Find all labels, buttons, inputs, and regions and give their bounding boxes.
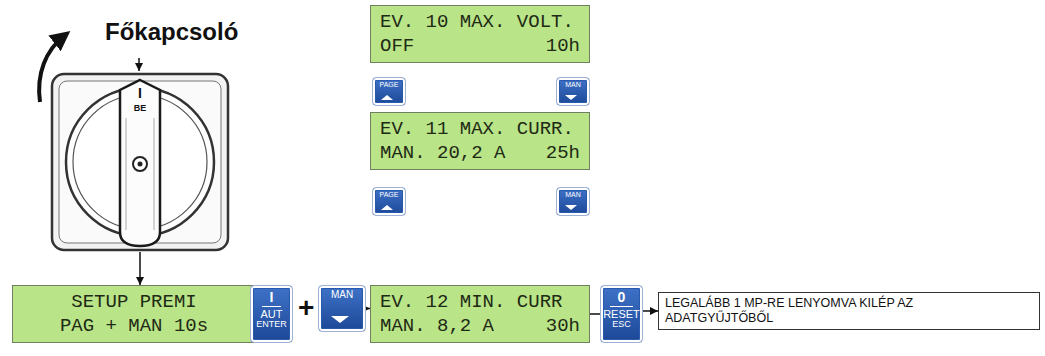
pointer-arrow bbox=[138, 58, 140, 71]
button-label: RESET bbox=[603, 309, 640, 321]
note-text: LEGALÁBB 1 MP-RE LENYOMVA KILÉP AZ ADATG… bbox=[665, 296, 935, 326]
lcd-display: SETUP PREMIPAG + MAN 10s bbox=[12, 285, 256, 343]
connector bbox=[590, 313, 600, 315]
display-text: MAN. 20,2 A bbox=[380, 142, 505, 164]
display-text: EV. 12 MIN. CURR bbox=[380, 291, 562, 313]
reset-esc-button: 0RESETESC bbox=[600, 285, 643, 343]
button-label: ENTER bbox=[256, 320, 287, 329]
switch-marking: BE bbox=[50, 103, 230, 113]
triangle-icon bbox=[565, 95, 577, 100]
display-text: EV. 10 MAX. VOLT. bbox=[380, 11, 574, 33]
switch-title: Főkapcsoló bbox=[105, 18, 238, 46]
connector bbox=[139, 252, 141, 285]
lcd-display: EV. 12 MIN. CURRMAN. 8,2 A 30h bbox=[370, 285, 590, 343]
display-text: EV. 11 MAX. CURR. bbox=[380, 118, 574, 140]
aut-enter-button: I AUTENTER bbox=[250, 285, 293, 343]
display-text: PAG + MAN 10s bbox=[13, 315, 255, 337]
display-text: 30h bbox=[546, 315, 580, 337]
button-label: PAGE bbox=[380, 191, 399, 198]
triangle-icon bbox=[565, 205, 577, 210]
triangle-icon bbox=[381, 205, 393, 210]
display-text: 10h bbox=[546, 35, 580, 57]
button-label: AUT bbox=[261, 309, 283, 321]
display-text: SETUP PREMI bbox=[13, 291, 255, 313]
switch-marking: I bbox=[50, 85, 230, 101]
button-label: ESC bbox=[612, 320, 631, 329]
button-label: MAN bbox=[565, 191, 581, 198]
lcd-display: EV. 11 MAX. CURR.MAN. 20,2 A 25h bbox=[370, 112, 590, 170]
lcd-display: EV. 10 MAX. VOLT.OFF 10h bbox=[370, 5, 590, 63]
page-button: PAGE bbox=[372, 77, 406, 106]
triangle-icon bbox=[381, 95, 393, 100]
display-text: 25h bbox=[546, 142, 580, 164]
man-button: MAN bbox=[556, 77, 590, 106]
main-switch: I BE bbox=[50, 72, 230, 252]
button-label: I bbox=[262, 290, 282, 307]
connector bbox=[643, 310, 658, 312]
page-button: PAGE bbox=[372, 187, 406, 216]
display-text: MAN. 8,2 A bbox=[380, 315, 494, 337]
plus-sign: + bbox=[298, 292, 314, 324]
button-label: PAGE bbox=[380, 81, 399, 88]
note-box: LEGALÁBB 1 MP-RE LENYOMVA KILÉP AZ ADATG… bbox=[658, 292, 1040, 330]
display-text: OFF bbox=[380, 35, 414, 57]
triangle-icon bbox=[331, 316, 349, 323]
man-button: MAN bbox=[318, 285, 366, 332]
man-button: MAN bbox=[556, 187, 590, 216]
button-label: MAN bbox=[565, 81, 581, 88]
button-label: 0 bbox=[610, 290, 634, 307]
button-label: MAN bbox=[331, 290, 353, 301]
